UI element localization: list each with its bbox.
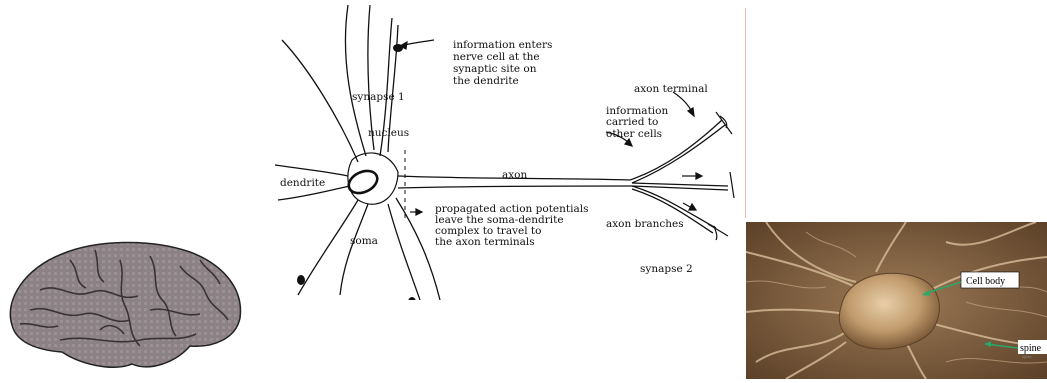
axon-terminal-label: axon terminal xyxy=(634,83,708,95)
nucleus-shape xyxy=(345,167,381,198)
cell-body-shape xyxy=(839,273,939,349)
info-carried-line-2: carried to xyxy=(606,116,658,128)
neuron-svg: synapse 1 information enters nerve cell … xyxy=(270,0,750,300)
info-enters-line-3: synaptic site on xyxy=(453,63,537,75)
propagated-line-4: the axon terminals xyxy=(435,236,535,248)
nucleus-label: nucleus xyxy=(368,127,409,139)
info-enters-line-1: information enters xyxy=(453,39,552,51)
dendrite-label: dendrite xyxy=(280,177,325,189)
cell-body-label: Cell body xyxy=(966,276,1005,287)
cell-micrograph: Cell body spine spine xyxy=(746,222,1047,379)
brain-illustration xyxy=(0,230,250,379)
neuron-diagram: synapse 1 information enters nerve cell … xyxy=(270,0,750,300)
info-enters-line-2: nerve cell at the xyxy=(453,51,540,63)
axon-label: axon xyxy=(502,169,528,181)
info-enters-line-4: the dendrite xyxy=(453,75,519,87)
spine-label: spine xyxy=(1020,343,1042,354)
soma-label: soma xyxy=(350,235,378,247)
brain-image xyxy=(0,230,250,379)
micrograph-svg: Cell body spine spine xyxy=(746,222,1047,379)
spine-small-label: spine xyxy=(1022,354,1032,359)
synapse-2-label: synapse 2 xyxy=(640,263,693,275)
axon-branches-label: axon branches xyxy=(606,218,684,230)
info-carried-line-3: other cells xyxy=(606,128,662,140)
synapse-1-label: synapse 1 xyxy=(352,91,405,103)
